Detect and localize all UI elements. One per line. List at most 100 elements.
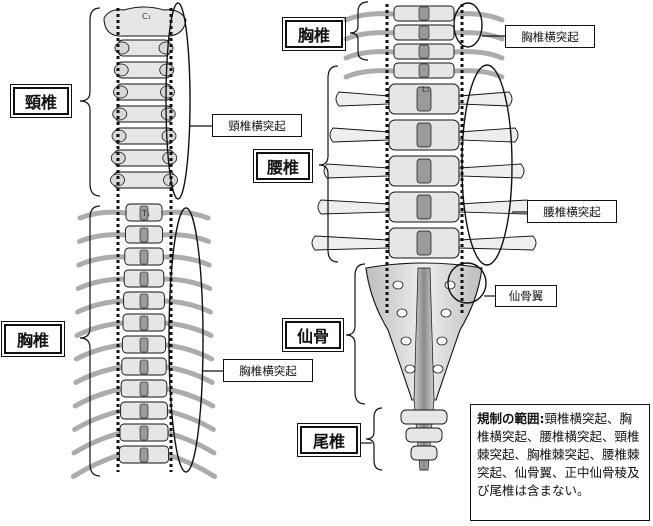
- l1-mark: L₁: [422, 85, 430, 94]
- brace-lumbar: [318, 65, 339, 263]
- sacral-foramen: [400, 336, 412, 346]
- callout-lumbar-transverse: 腰椎横突起: [527, 200, 617, 223]
- label-lumbar: 腰椎: [253, 149, 313, 183]
- rib: [72, 386, 124, 409]
- spinous-process: [139, 315, 149, 331]
- rib: [161, 298, 213, 315]
- right-spine: [311, 5, 537, 471]
- highlight-ellipses: [165, 2, 513, 473]
- regulation-note: 規制の範囲:頸椎横突起、胸椎横突起、腰椎横突起、頸椎棘突起、胸椎棘突起、腰椎棘突…: [470, 404, 650, 521]
- spinous-process: [139, 359, 149, 375]
- sacral-foramen: [440, 308, 452, 318]
- sacral-foramen: [392, 280, 404, 290]
- cervical-process: [113, 63, 129, 77]
- sacral-foramen: [396, 308, 408, 318]
- coccyx-segment: [400, 409, 448, 425]
- spinous-process: [139, 205, 149, 221]
- rib: [164, 408, 216, 432]
- spinous-process: [139, 249, 149, 265]
- callout-thoracic-transverse-left: 胸椎横突起: [223, 359, 313, 382]
- brace-coccyx: [365, 407, 383, 471]
- rib: [160, 232, 212, 244]
- coccyx-segment: [405, 427, 443, 443]
- rib: [164, 386, 216, 409]
- spinous-process: [416, 122, 432, 148]
- cervical-process: [113, 85, 128, 99]
- note-colon: :: [539, 411, 545, 426]
- spinous-process: [139, 447, 149, 463]
- rib: [161, 276, 213, 291]
- spinous-process: [139, 227, 149, 243]
- lumbar-transverse-process: [323, 163, 390, 179]
- rib: [73, 342, 125, 362]
- rib: [159, 209, 211, 221]
- rib: [343, 68, 397, 80]
- spinous-process: [416, 230, 432, 256]
- lumbar-transverse-process: [311, 235, 390, 251]
- lumbar-transverse-process: [458, 235, 537, 251]
- spinous-process: [139, 271, 149, 287]
- braces: [79, 1, 383, 477]
- spinous-process: [139, 293, 149, 309]
- label-coccyx: 尾椎: [297, 423, 361, 457]
- rib: [72, 408, 124, 432]
- rib: [75, 276, 127, 291]
- rib: [163, 364, 215, 385]
- note-body: 頸椎横突起、胸椎横突起、腰椎横突起、頸椎棘突起、胸椎棘突起、腰椎棘突起、仙骨翼、…: [477, 411, 640, 498]
- spinous-process: [139, 425, 149, 441]
- c1-mark: C₁: [142, 12, 151, 21]
- rib: [343, 49, 397, 61]
- rib: [343, 11, 397, 23]
- atlas-bone: [103, 6, 187, 37]
- thoracic-transverse-ellipse-right: [453, 2, 483, 48]
- callout-sacral-ala: 仙骨翼: [495, 285, 557, 307]
- left-spine: [70, 6, 218, 479]
- label-cervical: 頸椎: [10, 84, 72, 118]
- spinous-process: [418, 63, 430, 78]
- rib: [73, 364, 125, 385]
- lumbar-transverse-process: [458, 163, 525, 179]
- note-heading: 規制の範囲: [477, 411, 540, 426]
- rib: [75, 298, 127, 315]
- sacral-foramen: [436, 336, 448, 346]
- rib: [77, 209, 129, 221]
- spinous-process: [416, 158, 432, 184]
- sacral-foramen: [404, 364, 416, 374]
- rib: [71, 430, 123, 456]
- label-thoracic-right: 胸椎: [282, 17, 346, 51]
- brace-thoracic-right: [349, 1, 369, 61]
- rib: [166, 452, 218, 479]
- leader-lines: [190, 35, 527, 444]
- cervical-process: [161, 129, 177, 143]
- spinous-process: [416, 194, 432, 220]
- spinous-process: [418, 25, 430, 40]
- cervical-process: [112, 107, 128, 121]
- lumbar-transverse-process: [329, 127, 390, 143]
- sacral-foramen: [444, 280, 456, 290]
- cervical-transverse-ellipse: [165, 2, 191, 200]
- callout-cervical-transverse: 頸椎横突起: [212, 114, 302, 137]
- spinous-process: [418, 6, 430, 21]
- lumbar-transverse-ellipse: [461, 64, 513, 266]
- rib: [76, 232, 128, 244]
- label-sacrum: 仙骨: [282, 318, 344, 352]
- brace-cervical: [79, 7, 101, 197]
- lumbar-transverse-process: [458, 91, 513, 107]
- spinous-process: [416, 86, 432, 112]
- thoracic-transverse-ellipse-left: [168, 207, 204, 473]
- spinous-process: [139, 337, 149, 353]
- rib: [70, 452, 122, 479]
- t1-mark: T₁: [141, 209, 150, 218]
- brace-thoracic-left: [79, 205, 101, 477]
- rib: [343, 30, 397, 42]
- rib: [160, 254, 212, 268]
- spinous-process: [139, 381, 149, 397]
- lumbar-transverse-process: [317, 199, 390, 215]
- rib: [76, 254, 128, 268]
- rib: [74, 320, 126, 338]
- coccyx-segment: [410, 445, 438, 461]
- label-thoracic-left: 胸椎: [1, 321, 65, 357]
- spinous-process: [139, 403, 149, 419]
